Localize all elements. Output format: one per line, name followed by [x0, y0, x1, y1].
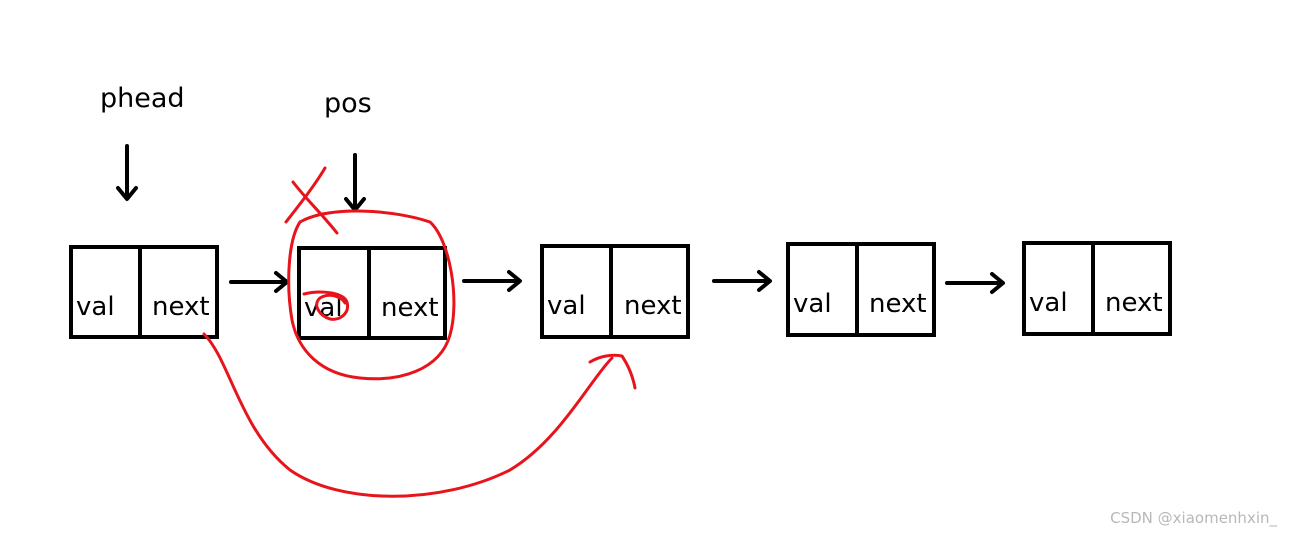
node-5-val-label: val: [1029, 288, 1068, 318]
link-arrow-3-4: [712, 270, 772, 292]
link-arrow-2-3: [462, 270, 522, 292]
node-3-val-label: val: [547, 291, 586, 321]
node-3-next-label: next: [624, 291, 682, 321]
list-node-3: val next: [540, 244, 690, 339]
val-scribble: [302, 290, 350, 321]
node-4-val-label: val: [793, 289, 832, 319]
delete-cross-mark: [284, 166, 339, 235]
node-5-next-label: next: [1105, 288, 1163, 318]
node-1-val-label: val: [76, 292, 115, 322]
node-1-next-label: next: [152, 292, 210, 322]
pos-arrow: [344, 153, 366, 212]
link-arrow-1-2: [229, 271, 289, 293]
list-node-4: val next: [786, 242, 936, 337]
watermark: CSDN @xiaomenhxin_: [1110, 509, 1277, 527]
list-node-2: val next: [297, 246, 447, 340]
list-node-1: val next: [69, 245, 219, 339]
relink-arrowhead: [588, 353, 637, 390]
phead-arrow: [116, 144, 138, 201]
phead-label: phead: [100, 83, 185, 114]
pos-node-circle: [287, 209, 456, 381]
node-4-next-label: next: [869, 289, 927, 319]
relink-arrow: [202, 332, 614, 498]
node-2-next-label: next: [381, 293, 439, 323]
pos-label: pos: [324, 88, 372, 119]
list-node-5: val next: [1022, 241, 1172, 336]
link-arrow-4-5: [945, 272, 1005, 294]
